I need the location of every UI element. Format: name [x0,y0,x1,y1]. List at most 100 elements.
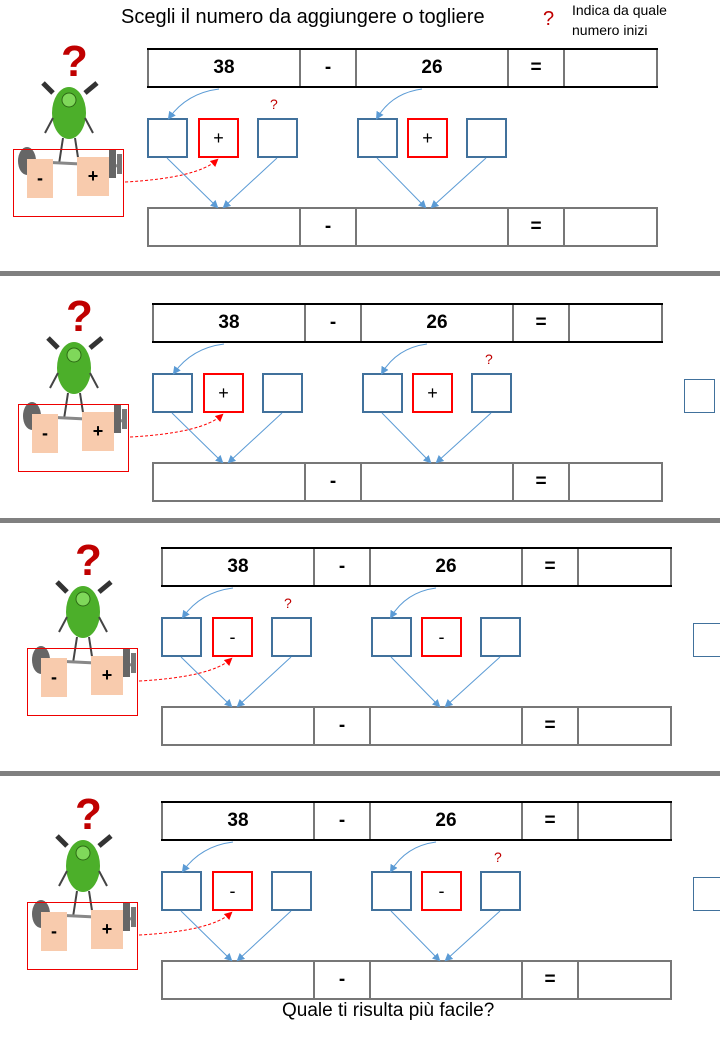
equals-sign: = [521,549,577,585]
operator-choice-box: - + [13,149,124,217]
arrow [430,157,487,209]
operator-box[interactable]: + [203,373,244,413]
dashed-arrow [129,413,224,438]
arrow [180,910,233,962]
minus-sign: - [299,209,355,245]
input-box[interactable] [152,373,193,413]
minus-sign: - [313,803,369,839]
divider [0,271,720,276]
svg-text:?: ? [75,791,102,839]
input-box[interactable] [161,617,202,657]
number-a: 38 [161,803,313,839]
operator-choice-box: - + [27,648,138,716]
minus-tile[interactable]: - [41,658,67,697]
arrow [381,412,432,464]
rewritten-b[interactable] [360,464,512,500]
arrow [236,656,292,708]
plus-tile[interactable]: + [82,412,114,451]
arrow [172,343,225,375]
input-box[interactable] [471,373,512,413]
operator-box[interactable]: - [212,617,253,657]
arrow [444,656,501,708]
operator-box[interactable]: + [198,118,239,158]
minus-sign: - [304,464,360,500]
number-a: 38 [152,305,304,341]
arrow [376,157,427,209]
arrow [390,910,441,962]
minus-sign: - [304,305,360,341]
arrow [222,157,278,209]
bottom-row: -= [152,462,663,502]
minus-sign: - [299,50,355,86]
result-field[interactable] [568,464,663,500]
rewritten-a[interactable] [147,209,299,245]
minus-tile[interactable]: - [32,414,58,453]
result-field[interactable] [577,962,672,998]
svg-text:?: ? [75,537,102,585]
arrow [171,412,224,464]
arrows [129,343,492,464]
result-field[interactable] [577,803,672,839]
legend-line-1: Indica da quale [572,2,667,18]
minus-tile[interactable]: - [41,912,67,951]
input-box[interactable] [257,118,298,158]
result-field[interactable] [568,305,663,341]
legend-line-2: numero inizi [572,22,648,38]
dashed-arrow [138,911,233,936]
rewritten-a[interactable] [161,962,313,998]
start-hint-question-mark: ? [485,351,493,367]
result-field[interactable] [563,50,658,86]
arrow [180,656,233,708]
arrows [138,841,501,962]
start-hint-question-mark: ? [494,849,502,865]
operator-choice-box: - + [18,404,129,472]
rewritten-a[interactable] [161,708,313,744]
legend-question-mark: ? [543,8,555,30]
plus-tile[interactable]: + [91,656,123,695]
number-b: 26 [360,305,512,341]
input-box[interactable] [271,871,312,911]
minus-tile[interactable]: - [27,159,53,198]
operator-box[interactable]: - [421,617,462,657]
arrow [181,587,234,619]
arrow [236,910,292,962]
input-box[interactable] [480,871,521,911]
input-box[interactable] [466,118,507,158]
equals-sign: = [512,464,568,500]
minus-sign: - [313,708,369,744]
input-box[interactable] [480,617,521,657]
arrows [138,587,501,708]
exercise-panel: 38-26= - - ?-= ? - + [27,537,720,757]
rewritten-b[interactable] [369,708,521,744]
equals-sign: = [507,50,563,86]
operator-box[interactable]: - [421,871,462,911]
rewritten-a[interactable] [152,464,304,500]
result-field[interactable] [577,708,672,744]
bottom-row: -= [161,960,672,1000]
operator-box[interactable]: + [407,118,448,158]
rewritten-b[interactable] [369,962,521,998]
plus-tile[interactable]: + [77,157,109,196]
number-b: 26 [369,803,521,839]
rewritten-b[interactable] [355,209,507,245]
choice-checkbox[interactable] [693,877,720,911]
plus-tile[interactable]: + [91,910,123,949]
choice-checkbox[interactable] [693,623,720,657]
operator-box[interactable]: - [212,871,253,911]
input-box[interactable] [161,871,202,911]
input-box[interactable] [271,617,312,657]
input-box[interactable] [147,118,188,158]
result-field[interactable] [563,209,658,245]
divider [0,518,720,523]
number-a: 38 [147,50,299,86]
choice-checkbox[interactable] [684,379,715,413]
arrow [227,412,283,464]
start-hint-question-mark: ? [284,595,292,611]
arrows [124,88,487,209]
arrow [375,88,423,120]
input-box[interactable] [262,373,303,413]
arrow [389,587,437,619]
result-field[interactable] [577,549,672,585]
operator-box[interactable]: + [412,373,453,413]
top-row: 38-26= [152,303,663,343]
